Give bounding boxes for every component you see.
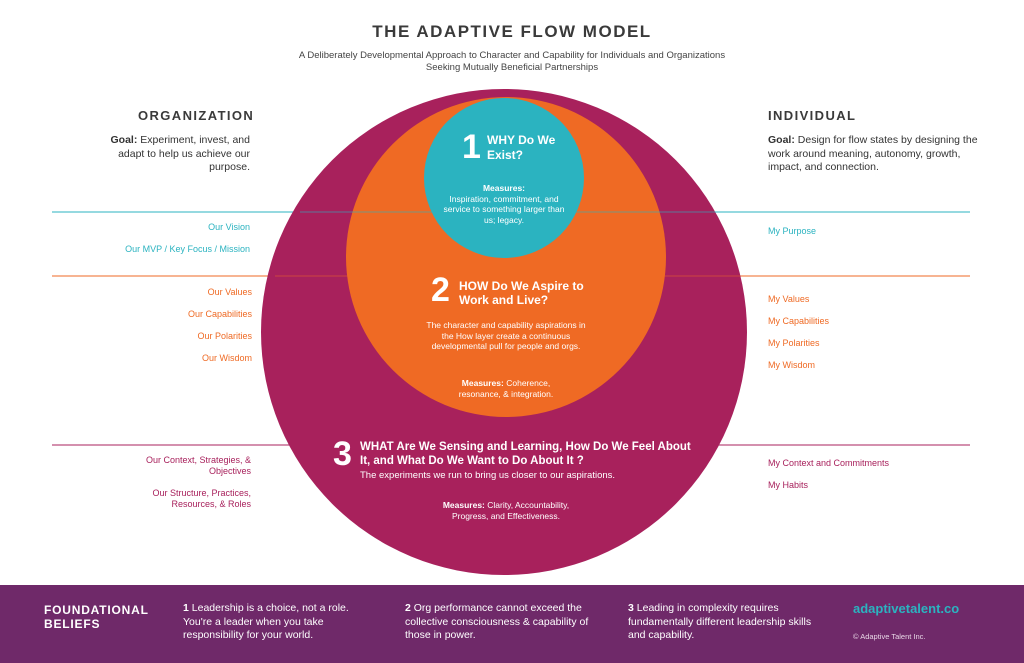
how-title: HOW Do We Aspire to Work and Live? — [459, 279, 589, 307]
belief-3: 3 Leading in complexity requires fundame… — [628, 602, 818, 643]
org-what-item: Our Context, Strategies, & Objectives — [145, 455, 251, 476]
belief-number: 2 — [405, 602, 411, 614]
why-measures: Measures: Inspiration, commitment, and s… — [440, 183, 568, 225]
how-number: 2 — [431, 271, 450, 309]
ind-what-item: My Habits — [768, 480, 809, 490]
what-measures-label: Measures: — [442, 500, 485, 510]
what-measures: Measures: Clarity, Accountability, Progr… — [440, 500, 572, 522]
belief-text: Leading in complexity requires fundament… — [628, 602, 812, 641]
page-subtitle: A Deliberately Developmental Approach to… — [298, 50, 726, 73]
individual-heading: INDIVIDUAL — [768, 108, 857, 123]
what-title-bold: WHAT — [360, 441, 394, 453]
ind-how-item: My Polarities — [768, 338, 820, 348]
belief-1: 1 Leadership is a choice, not a role. Yo… — [183, 602, 378, 643]
how-title-rest: Do We Aspire to Work and Live? — [459, 279, 584, 307]
belief-number: 3 — [628, 602, 634, 614]
copyright-text: © Adaptive Talent Inc. — [853, 632, 926, 641]
what-title: WHAT Are We Sensing and Learning, How Do… — [360, 441, 696, 468]
what-title-rest: Are We Sensing and Learning, How Do We F… — [360, 441, 691, 467]
organization-heading: ORGANIZATION — [138, 108, 255, 123]
page-title: THE ADAPTIVE FLOW MODEL — [372, 22, 652, 41]
org-how-item: Our Values — [207, 287, 252, 297]
what-measures-text: Clarity, Accountability, Progress, and E… — [451, 500, 570, 521]
org-how-item: Our Capabilities — [187, 309, 252, 319]
individual-goal: Goal: Design for flow states by designin… — [768, 134, 988, 175]
footer-heading: FOUNDATIONAL BELIEFS — [44, 603, 149, 631]
organization-goal-label: Goal: — [110, 134, 138, 146]
belief-2: 2 Org performance cannot exceed the coll… — [405, 602, 600, 643]
how-measures-text: Coherence, resonance, & integration. — [458, 378, 554, 399]
why-measures-text: Inspiration, commitment, and service to … — [443, 193, 565, 225]
belief-text: Org performance cannot exceed the collec… — [405, 602, 589, 641]
why-number: 1 — [462, 128, 481, 166]
org-how-item: Our Wisdom — [201, 353, 252, 363]
how-measures: Measures: Coherence, resonance, & integr… — [440, 378, 572, 399]
ind-why-item: My Purpose — [768, 226, 817, 236]
how-measures-label: Measures: — [461, 378, 504, 388]
why-measures-label: Measures: — [482, 183, 526, 193]
individual-goal-label: Goal: — [768, 134, 795, 146]
why-title: WHY Do We Exist? — [487, 133, 557, 163]
individual-goal-text: Design for flow states by designing the … — [768, 134, 978, 173]
why-title-rest: Do We Exist? — [487, 133, 556, 162]
how-body: The character and capability aspirations… — [426, 320, 586, 351]
ind-how-item: My Values — [768, 294, 810, 304]
org-what-item: Our Structure, Practices, Resources, & R… — [152, 488, 251, 509]
belief-number: 1 — [183, 602, 189, 614]
organization-goal-text: Experiment, invest, and adapt to help us… — [118, 134, 250, 173]
why-title-bold: WHY — [487, 133, 515, 147]
how-title-bold: HOW — [459, 279, 489, 293]
what-number: 3 — [333, 435, 352, 473]
belief-text: Leadership is a choice, not a role. You'… — [183, 602, 349, 641]
organization-goal: Goal: Experiment, invest, and adapt to h… — [100, 134, 251, 175]
ind-how-item: My Capabilities — [768, 316, 830, 326]
org-how-item: Our Polarities — [197, 331, 252, 341]
ind-how-item: My Wisdom — [768, 360, 815, 370]
website-link[interactable]: adaptivetalent.co — [853, 601, 960, 616]
org-why-item: Our Vision — [208, 222, 250, 232]
foundational-beliefs-footer: FOUNDATIONAL BELIEFS 1 Leadership is a c… — [0, 585, 1024, 663]
what-body: The experiments we run to bring us close… — [360, 470, 616, 481]
org-why-item: Our MVP / Key Focus / Mission — [125, 244, 250, 254]
ind-what-item: My Context and Commitments — [768, 458, 890, 468]
why-circle — [424, 98, 584, 258]
